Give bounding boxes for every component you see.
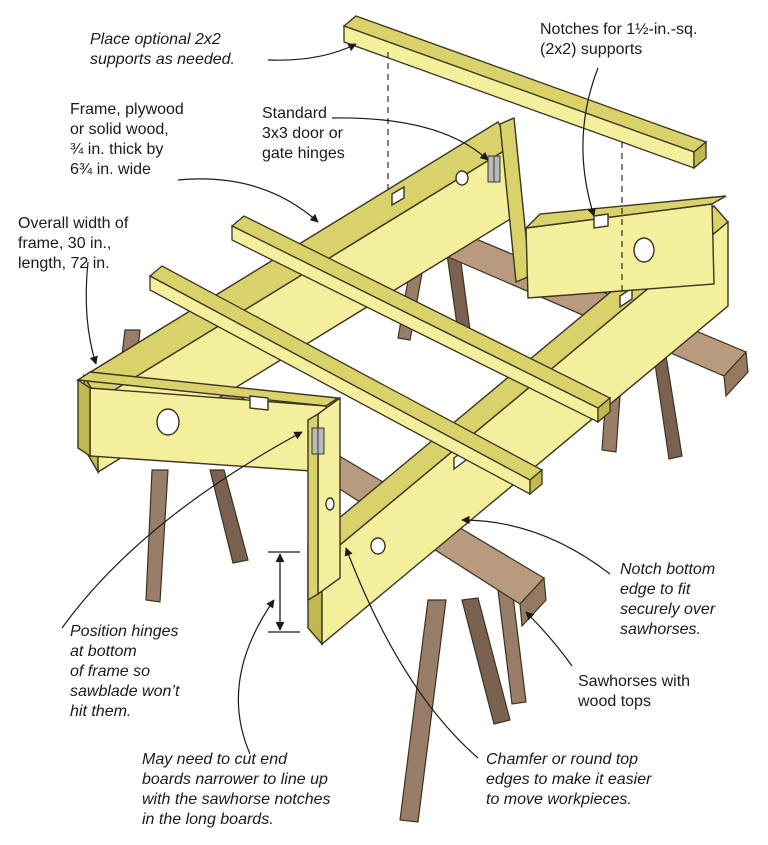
callout-notches: Notches for 1½-in.-sq. (2x2) supports [540,21,698,58]
callout-sawhorses: Sawhorses with wood tops [578,673,691,710]
alignment-lines [387,52,623,292]
callout-overall-size: Overall width of frame, 30 in., length, … [18,215,129,272]
callout-chamfer: Chamfer or round top edges to make it ea… [486,751,652,808]
support-2x2 [148,15,708,496]
callout-frame-material: Frame, plywood or solid wood, ¾ in. thic… [70,101,184,178]
callout-optional-supports: Place optional 2x2 supports as needed. [90,31,235,68]
end-board-far [499,116,727,299]
callout-hinges: Standard 3x3 door or gate hinges [262,105,345,162]
end-board-near [75,371,341,602]
leader-lines [61,43,611,759]
callout-cut-end-boards: May need to cut end boards narrower to l… [142,751,331,828]
callout-position-hinges: Position hinges at bottom of frame so sa… [70,623,180,720]
dimension-arrow-icon [268,551,300,633]
hinge-icon [311,155,501,455]
callout-notch-bottom: Notch bottom edge to fit securely over s… [620,561,716,638]
